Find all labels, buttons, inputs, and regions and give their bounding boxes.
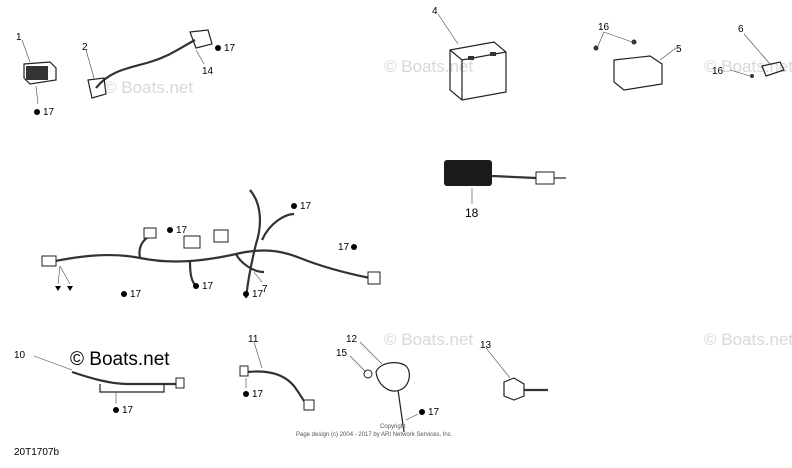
- callout-4: 4: [432, 6, 438, 17]
- callout-11: 11: [248, 334, 259, 345]
- svg-text:17: 17: [176, 225, 188, 236]
- watermark-top-center: © Boats.net: [384, 57, 473, 76]
- part-13-connector: [485, 347, 548, 401]
- part-11-sensor-lead: [239, 341, 315, 411]
- callout-16-a: 16: [598, 22, 610, 33]
- torque-17-g: 17: [193, 281, 214, 292]
- diagram-code: 20T1707b: [14, 447, 59, 458]
- torque-17-i: 17: [113, 405, 134, 416]
- watermark-top-left: © Boats.net: [104, 78, 193, 97]
- part-1-switch: [21, 39, 57, 105]
- torque-17-d: 17: [167, 225, 188, 236]
- callout-13: 13: [480, 340, 492, 351]
- callout-6: 6: [738, 24, 744, 35]
- part-4-battery: [437, 13, 507, 101]
- callout-7: 7: [262, 284, 268, 295]
- torque-17-a: 17: [34, 107, 55, 118]
- torque-17-b: 17: [215, 43, 236, 54]
- watermark-bottom-center: © Boats.net: [384, 330, 473, 349]
- svg-text:17: 17: [202, 281, 214, 292]
- watermark-main: © Boats.net: [70, 349, 170, 370]
- part-2-sensor-harness: [85, 29, 213, 99]
- part-5-relay: [593, 31, 677, 91]
- footer-copyright: Copyright: [380, 424, 406, 430]
- watermark-bottom-right: © Boats.net: [704, 330, 792, 349]
- callout-18: 18: [465, 206, 479, 220]
- torque-17-f: 17: [121, 289, 142, 300]
- callout-15: 15: [336, 348, 348, 359]
- triangle-markers: [55, 286, 73, 291]
- torque-17-j: 17: [243, 389, 264, 400]
- torque-17-k: 17: [419, 407, 440, 418]
- torque-17-h: 17: [243, 289, 264, 300]
- svg-text:17: 17: [252, 289, 264, 300]
- part-12-ignition-switch: [349, 341, 419, 433]
- part-10-bracket-harness: [33, 355, 185, 404]
- torque-17-c: 17: [291, 201, 312, 212]
- watermarks: © Boats.net © Boats.net © Boats.net © Bo…: [70, 57, 792, 370]
- svg-text:17: 17: [428, 407, 440, 418]
- callout-1: 1: [16, 32, 22, 43]
- part-18-regulator: [444, 160, 566, 204]
- svg-text:17: 17: [338, 242, 350, 253]
- svg-text:17: 17: [130, 289, 142, 300]
- watermark-top-right: © Boats.net: [704, 57, 792, 76]
- callout-16-b: 16: [712, 66, 724, 77]
- svg-text:17: 17: [122, 405, 134, 416]
- footer-page-design: Page design (c) 2004 - 2017 by ARI Netwo…: [296, 432, 453, 438]
- svg-text:17: 17: [300, 201, 312, 212]
- svg-text:17: 17: [252, 389, 264, 400]
- callout-2: 2: [82, 42, 88, 53]
- svg-text:17: 17: [43, 107, 55, 118]
- callout-5: 5: [676, 44, 682, 55]
- part-6-sensor: [729, 33, 785, 78]
- callout-12: 12: [346, 334, 358, 345]
- svg-text:17: 17: [224, 43, 236, 54]
- callout-10: 10: [14, 350, 26, 361]
- torque-17-e: 17: [338, 242, 357, 253]
- callout-14: 14: [202, 66, 214, 77]
